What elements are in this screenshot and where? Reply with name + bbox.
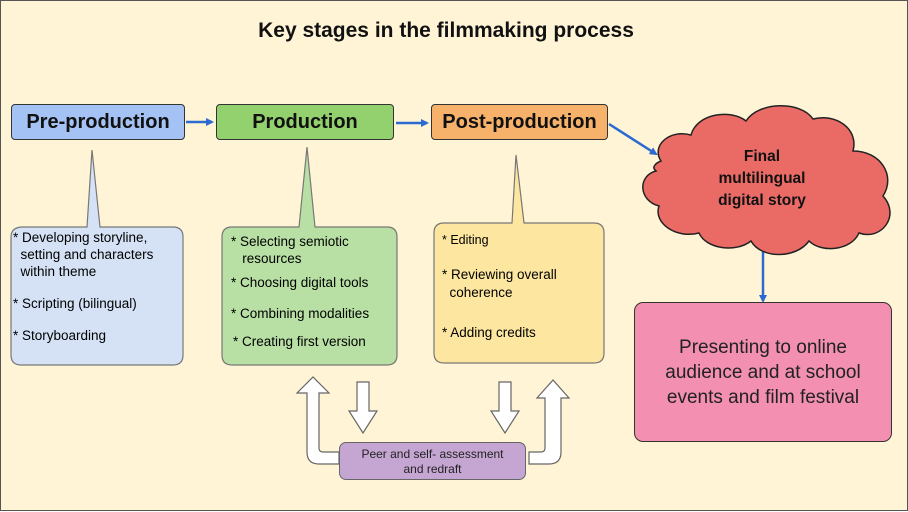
callout-line: * Combining modalities [231, 306, 370, 321]
peer-assessment-box: Peer and self- assessment and redraft [339, 442, 526, 480]
stage-label: Production [252, 110, 358, 133]
callout-line: * Storyboarding [13, 328, 107, 343]
callout-line: * Reviewing overall [442, 267, 557, 282]
up-arrow-left-icon [295, 376, 340, 465]
presenting-line: Presenting to online [679, 336, 847, 358]
down-arrow-right-icon [489, 381, 521, 435]
down-arrow-left-icon [347, 381, 379, 435]
callout-line: * Editing [442, 233, 489, 247]
peer-line: Peer and self- assessment [361, 447, 504, 461]
callout-line: * Selecting semiotic [231, 234, 349, 249]
arrow-post-to-final [608, 122, 658, 156]
peer-line: and redraft [403, 462, 462, 476]
stage-label: Pre-production [26, 110, 170, 133]
callout-line: * Creating first version [233, 334, 366, 349]
presenting-line: audience and at school [665, 361, 861, 383]
final-story-line: Final [743, 148, 781, 165]
callout-line: coherence [442, 285, 513, 300]
stage-production: Production [216, 104, 394, 140]
final-story-line: digital story [718, 192, 806, 209]
presenting-line: events and film festival [666, 386, 860, 408]
callout-line: within theme [13, 264, 97, 279]
stage-label: Post-production [442, 110, 597, 133]
callout-line: setting and characters [13, 247, 154, 262]
stage-pre-production: Pre-production [11, 104, 185, 140]
callout-line: resources [231, 251, 302, 266]
diagram-title: Key stages in the filmmaking process [258, 19, 634, 42]
final-story-label: Final multilingual digital story [691, 146, 833, 212]
presenting-box: Presenting to online audience and at sch… [634, 302, 892, 442]
callout-line: * Developing storyline, [13, 230, 148, 245]
callout-line: * Scripting (bilingual) [13, 296, 137, 311]
up-arrow-right-icon [528, 379, 571, 465]
final-story-line: multilingual [718, 170, 806, 187]
callout-line: * Choosing digital tools [231, 275, 369, 290]
callout-line: * Adding credits [442, 325, 536, 340]
stage-post-production: Post-production [431, 104, 608, 140]
